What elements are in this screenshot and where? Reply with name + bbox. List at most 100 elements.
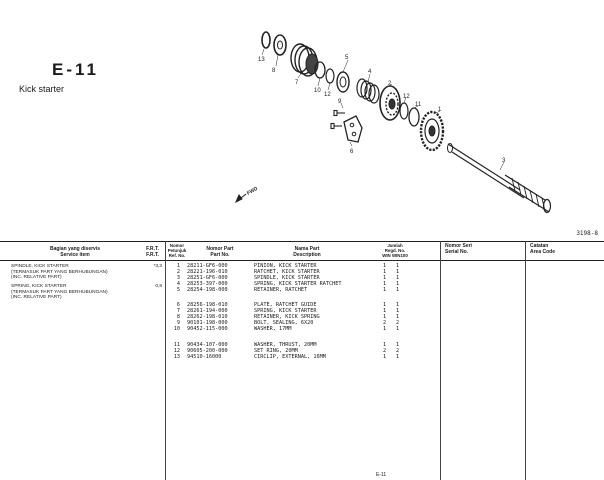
column-divider (440, 241, 441, 480)
qty-win100: 1 (396, 263, 400, 269)
qty-win: 1 (383, 326, 387, 332)
qty-win: 1 (383, 269, 387, 275)
qty-win: 1 (383, 308, 387, 314)
part-no: 94510-16000 (187, 354, 222, 360)
callout-label: 13 (258, 57, 265, 63)
qty-win100: 1 (396, 287, 400, 293)
qty-win: 2 (383, 320, 387, 326)
part-desc: CIRCLIP, EXTERNAL, 16MM (254, 354, 326, 360)
qty-win100: 1 (396, 354, 400, 360)
part-no: 28221-196-010 (187, 269, 228, 275)
qty-win: 1 (383, 354, 387, 360)
section-code: E-11 (52, 60, 99, 79)
ref-no: 12 (173, 348, 180, 354)
fwd-label: FWD (246, 186, 259, 197)
callout-label: 4 (368, 69, 372, 75)
qty-win100: 1 (396, 275, 400, 281)
ref-no: 3 (176, 275, 180, 281)
part-desc: SPINDLE, KICK STARTER (254, 275, 320, 281)
part-no: 28261-194-000 (187, 308, 228, 314)
part-no: 90434-107-000 (187, 342, 228, 348)
part-retainer-spring (273, 34, 287, 56)
qty-win100: 1 (396, 308, 400, 314)
qty-win100: 1 (396, 269, 400, 275)
part-desc: SPRING, KICK STARTER RATCHET (254, 281, 342, 287)
part-no: 28262-198-010 (187, 314, 228, 320)
ref-no: 11 (173, 342, 180, 348)
column-divider (165, 241, 166, 480)
part-desc: PLATE, RATCHET GUIDE (254, 302, 317, 308)
page-footer-mark: E-11 (376, 472, 387, 478)
fwd-arrow-icon (235, 193, 247, 204)
ref-no: 7 (176, 308, 180, 314)
table-top-rule (0, 241, 604, 242)
part-no: 90605-200-000 (187, 348, 228, 354)
qty-win: 1 (383, 342, 387, 348)
callout-label: 11 (415, 102, 422, 108)
header-service-item: Bagian yang diservis Service item (49, 246, 101, 258)
header-part-no: Nomor Part Part No. (206, 246, 234, 258)
header-ref-no: Nomor Petunjuk Ref. No. (167, 243, 187, 258)
ref-no: 2 (176, 269, 180, 275)
drawing-number: 3198-8 (576, 230, 598, 237)
qty-win: 1 (383, 287, 387, 293)
callout-label: 2 (388, 81, 392, 87)
part-desc: SET RING, 20MM (254, 348, 298, 354)
qty-win: 2 (383, 348, 387, 354)
callout-label: 9 (338, 99, 342, 105)
qty-win100: 2 (396, 320, 400, 326)
part-pinion (419, 110, 445, 152)
part-spindle (447, 143, 552, 214)
service-item-frt: *3,3 (153, 264, 162, 269)
part-set-ring-a (325, 68, 335, 84)
part-desc: RETAINER, RATCHET (254, 287, 308, 293)
part-kick-spring (290, 43, 319, 77)
qty-win100: 1 (396, 326, 400, 332)
service-item: SPINDLE, KICK STARTER (TERMASUK PART YAN… (11, 264, 108, 281)
callout-label: 6 (350, 149, 354, 155)
header-remarks: Catatan Area Code (530, 243, 556, 255)
part-ratchet-spring (356, 78, 380, 104)
qty-win100: 1 (396, 281, 400, 287)
ref-no: 4 (176, 281, 180, 287)
ref-no: 10 (173, 326, 180, 332)
part-retainer-ratchet (336, 71, 350, 93)
part-bolts (330, 109, 345, 130)
column-divider (525, 241, 526, 480)
part-circlip (261, 31, 271, 49)
callout-label: 12 (324, 92, 331, 98)
qty-win100: 2 (396, 348, 400, 354)
callout-label: 12 (403, 94, 410, 100)
part-desc: WASHER, 17MM (254, 326, 292, 332)
ref-no: 6 (176, 302, 180, 308)
header-serial-no: Nomor Seri Serial No. (445, 243, 472, 255)
qty-win100: 1 (396, 342, 400, 348)
part-guide-plate (343, 115, 363, 143)
header-frt: F.R.T. F.R.T. (146, 246, 159, 258)
ref-no: 9 (176, 320, 180, 326)
callout-label: 10 (314, 88, 321, 94)
part-washer-thrust (408, 107, 420, 127)
part-no: 90101-198-000 (187, 320, 228, 326)
callout-label: 3 (502, 158, 506, 164)
part-no: 28251-GF6-000 (187, 275, 228, 281)
part-desc: PINION, KICK STARTER (254, 263, 317, 269)
header-description: Nama Part Description (293, 246, 321, 258)
callout-label: 7 (295, 80, 299, 86)
callout-label: 8 (272, 68, 276, 74)
part-no: 28253-397-000 (187, 281, 228, 287)
section-title: Kick starter (19, 84, 65, 94)
ref-no: 5 (176, 287, 180, 293)
qty-win: 1 (383, 314, 387, 320)
callout-label: 1 (438, 107, 442, 113)
callout-label: 5 (345, 55, 349, 61)
qty-win100: 1 (396, 302, 400, 308)
part-no: 90452-115-000 (187, 326, 228, 332)
qty-win: 1 (383, 281, 387, 287)
part-desc: SPRING, KICK STARTER (254, 308, 317, 314)
exploded-parts-diagram: 13 8 7 10 12 5 4 2 12 11 1 9 6 3 FWD (235, 31, 552, 214)
part-no: 28211-GF6-000 (187, 263, 228, 269)
service-item: SPRING, KICK STARTER (TERMASUK PART YANG… (11, 284, 108, 301)
qty-win100: 1 (396, 314, 400, 320)
qty-win: 1 (383, 275, 387, 281)
